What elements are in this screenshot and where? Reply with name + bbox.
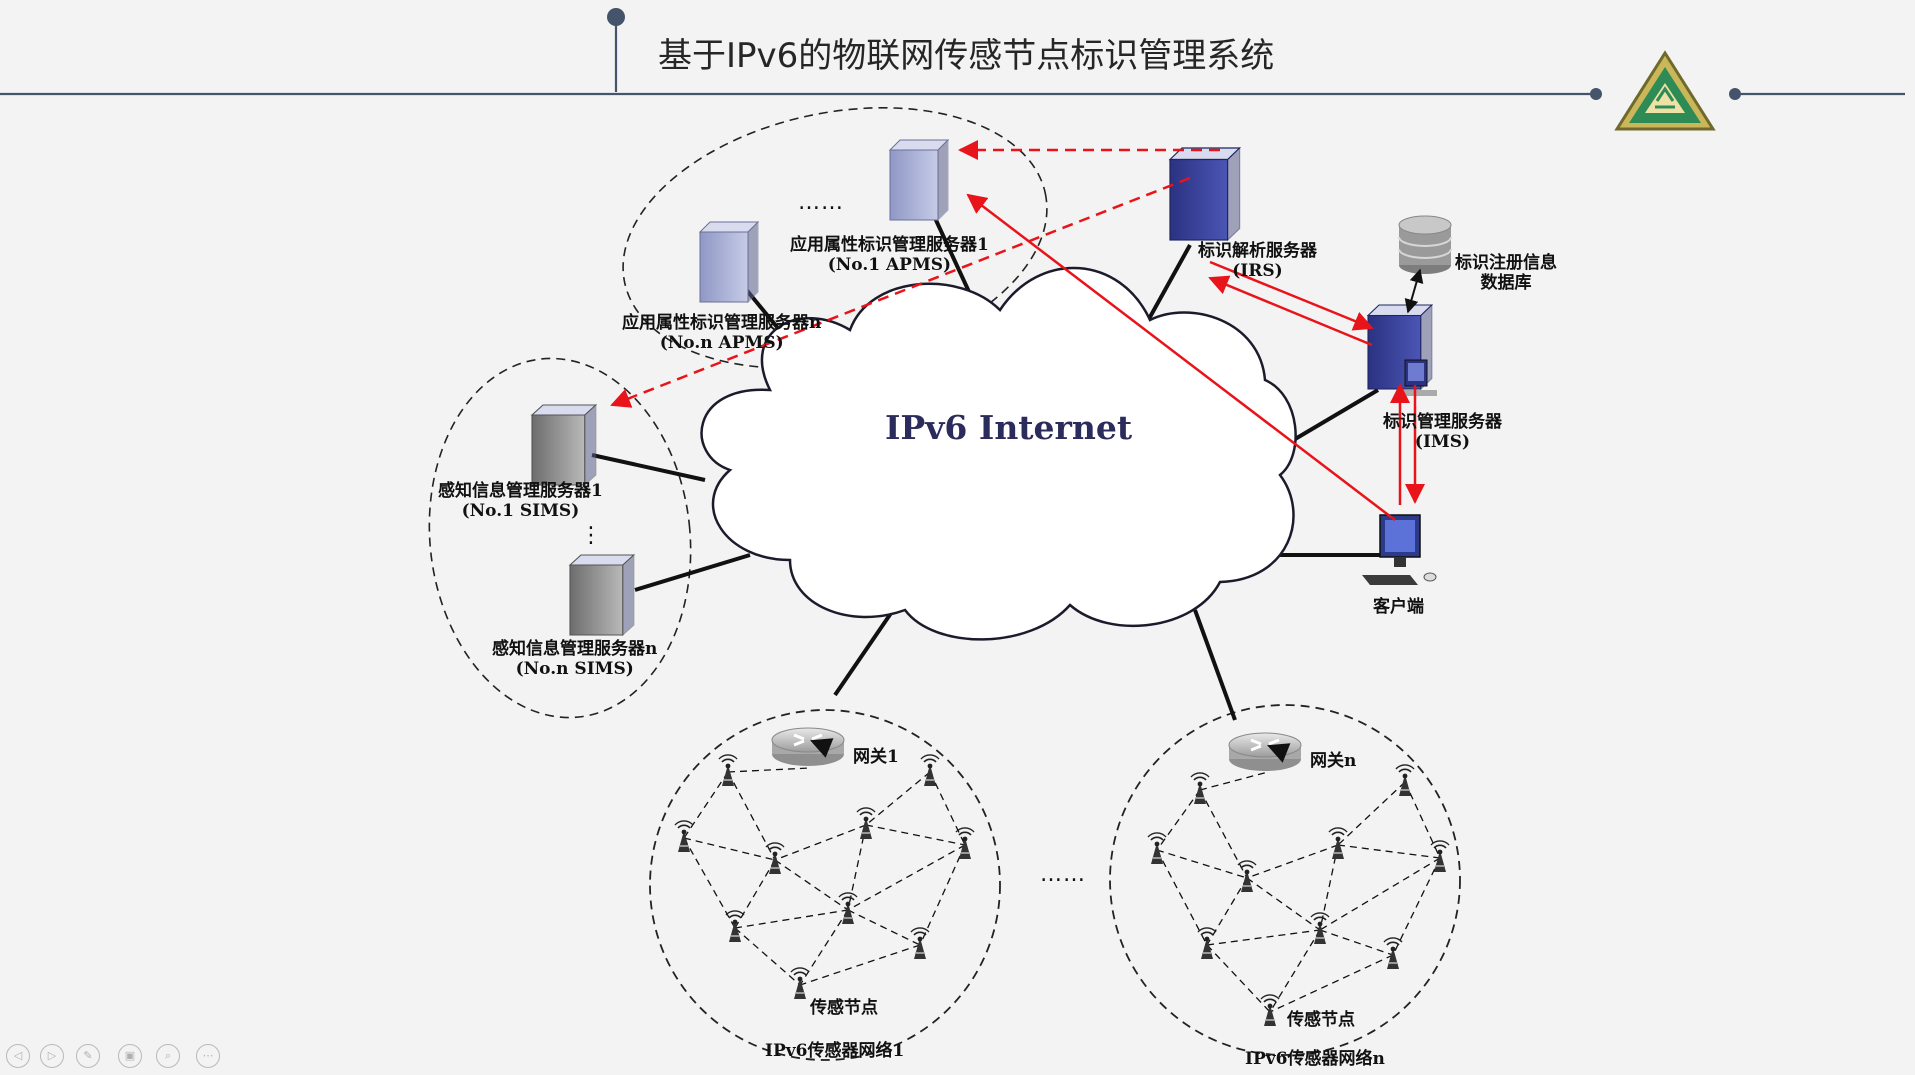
db-line2: 数据库 xyxy=(1480,272,1532,293)
node1-label: 传感节点 xyxy=(810,998,878,1018)
network-links xyxy=(591,217,1410,721)
network1-name: IPv6传感器网络1 xyxy=(765,1041,905,1061)
gateway1-label: 网关1 xyxy=(853,747,899,767)
apms-ellipsis: …… xyxy=(798,190,844,215)
networkn-name: IPv6传感器网络n xyxy=(1245,1049,1385,1069)
ipv6-internet-cloud xyxy=(700,266,1297,641)
server-icon xyxy=(531,404,597,486)
gatewayn-label: 网关n xyxy=(1310,751,1357,771)
antenna-icons-1 xyxy=(674,754,975,1000)
server-icon xyxy=(1169,147,1241,241)
next-slide-button[interactable]: ▷ xyxy=(40,1044,64,1068)
apms1-name: 应用属性标识管理服务器1 xyxy=(790,235,989,255)
db-line1: 标识注册信息 xyxy=(1455,253,1557,273)
sims-group-ellipse xyxy=(428,357,692,719)
apmsn-label: 应用属性标识管理服务器n (No.n APMS) xyxy=(622,313,822,353)
irs-code: (IRS) xyxy=(1232,260,1283,281)
router-icon xyxy=(772,728,844,766)
simsn-code: (No.n SIMS) xyxy=(515,658,634,679)
noden-label: 传感节点 xyxy=(1287,1010,1355,1030)
header-dot-left xyxy=(1590,88,1602,100)
apmsn-name: 应用属性标识管理服务器n xyxy=(622,313,822,333)
networks-ellipsis: …… xyxy=(1040,862,1086,887)
desktop-icon xyxy=(1397,359,1437,396)
simsn-label: 感知信息管理服务器n (No.n SIMS) xyxy=(492,639,658,679)
sensor-mesh-1 xyxy=(683,767,966,986)
flow-arrows xyxy=(610,140,1425,521)
client-desktop-icon xyxy=(1362,514,1437,585)
slides-view-button[interactable]: ▣ xyxy=(118,1044,142,1068)
header-dot-right xyxy=(1729,88,1741,100)
client-label: 客户端 xyxy=(1373,597,1424,617)
irs-name: 标识解析服务器 xyxy=(1198,241,1317,261)
db-ims-link xyxy=(1404,268,1424,314)
sims-ellipsis: ⋮ xyxy=(580,523,603,548)
prev-slide-button[interactable]: ◁ xyxy=(6,1044,30,1068)
apms1-label: 应用属性标识管理服务器1 (No.1 APMS) xyxy=(790,235,989,275)
sims1-code: (No.1 SIMS) xyxy=(461,500,580,521)
page-title: 基于IPv6的物联网传感节点标识管理系统 xyxy=(658,36,1275,76)
ims-name: 标识管理服务器 xyxy=(1383,412,1502,432)
database-icon xyxy=(1398,215,1452,274)
sensor-network-n-circle xyxy=(1109,704,1461,1056)
sims1-label: 感知信息管理服务器1 (No.1 SIMS) xyxy=(438,481,603,521)
cloud-label: IPv6 Internet xyxy=(885,408,1133,447)
logo-emblem xyxy=(1614,50,1716,131)
pen-tool-button[interactable]: ✎ xyxy=(76,1044,100,1068)
server-icon xyxy=(569,554,635,636)
irs-label: 标识解析服务器 (IRS) xyxy=(1198,241,1317,281)
router-icon xyxy=(1229,733,1301,771)
server-icon xyxy=(699,221,759,303)
apms1-code: (No.1 APMS) xyxy=(827,254,952,275)
db-label: 标识注册信息 数据库 xyxy=(1455,253,1557,293)
antenna-icons-n xyxy=(1147,764,1450,1027)
zoom-button[interactable]: ⌕ xyxy=(156,1044,180,1068)
sensor-network-1-circle xyxy=(649,709,1001,1061)
sensor-mesh-n xyxy=(1156,771,1441,1013)
server-icon xyxy=(889,139,949,221)
title-marker-dot xyxy=(607,8,625,26)
more-options-button[interactable]: ⋯ xyxy=(196,1044,220,1068)
ims-label: 标识管理服务器 (IMS) xyxy=(1383,412,1502,452)
apmsn-code: (No.n APMS) xyxy=(659,332,784,353)
simsn-name: 感知信息管理服务器n xyxy=(492,639,658,659)
ims-code: (IMS) xyxy=(1414,431,1471,452)
sims1-name: 感知信息管理服务器1 xyxy=(438,481,603,501)
